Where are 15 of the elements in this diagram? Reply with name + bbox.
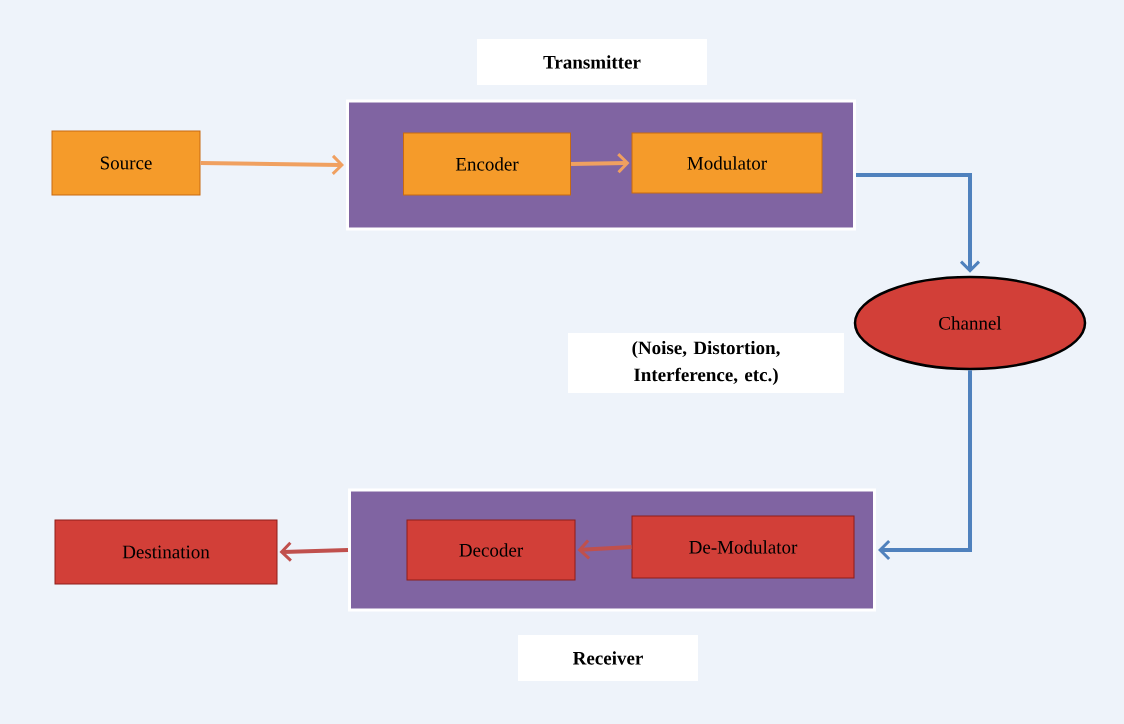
- panel-heading: Receiver: [518, 635, 698, 681]
- process-box: Decoder: [406, 519, 576, 581]
- process-box: Encoder: [403, 132, 571, 196]
- arrow: [200, 154, 344, 175]
- arrow: [570, 153, 630, 174]
- arrow: [279, 541, 349, 562]
- arrow: [878, 370, 972, 561]
- note-text: (Noise, Distortion, Interference, etc.): [568, 332, 844, 394]
- arrow: [856, 173, 981, 273]
- arrow: [577, 539, 632, 560]
- process-box: Modulator: [631, 132, 823, 194]
- process-box: De-Modulator: [631, 515, 855, 579]
- process-box: Destination: [54, 519, 278, 585]
- process-box: Source: [51, 130, 201, 196]
- panel-heading: Transmitter: [477, 39, 707, 85]
